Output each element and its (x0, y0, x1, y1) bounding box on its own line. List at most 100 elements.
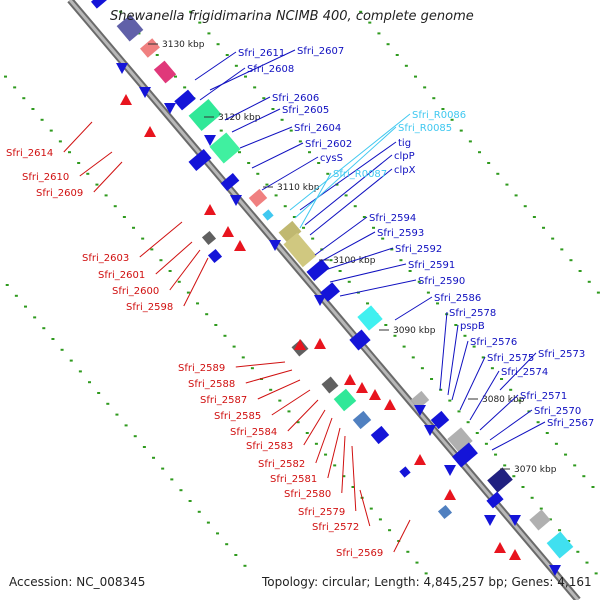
gc-dot (308, 151, 312, 154)
gene-label[interactable]: clpX (394, 165, 416, 176)
gene-label[interactable]: Sfri_2614 (6, 148, 53, 159)
gene-label[interactable]: Sfri_2606 (272, 93, 319, 104)
gene-label[interactable]: Sfri_2581 (270, 474, 317, 485)
forward-gene-arrow (414, 405, 426, 416)
gc-dot (548, 518, 552, 521)
gc-dot (542, 226, 546, 229)
gene-label[interactable]: Sfri_2573 (538, 349, 585, 360)
gene-label[interactable]: cysS (320, 153, 343, 164)
reverse-gene-arrow (222, 226, 234, 237)
gc-dot (161, 467, 165, 470)
gc-dot (196, 302, 200, 305)
gc-dot (133, 435, 137, 438)
gene-label[interactable]: Sfri_2571 (520, 391, 567, 402)
gene-label[interactable]: Sfri_2609 (36, 188, 83, 199)
callout-line (299, 172, 332, 229)
gene-label[interactable]: Sfri_2570 (534, 406, 581, 417)
gene-label[interactable]: Sfri_2602 (305, 139, 352, 150)
gene-label[interactable]: Sfri_2610 (22, 172, 69, 183)
gc-dot (205, 313, 209, 316)
gc-dot (512, 475, 516, 478)
callout-line (341, 435, 346, 494)
gc-dot (342, 475, 346, 478)
gene-label[interactable]: Sfri_2594 (369, 213, 416, 224)
callout-lines (63, 49, 546, 553)
callout-line (194, 51, 237, 81)
gc-dot (280, 118, 284, 121)
gc-dot (329, 259, 333, 262)
gene-label[interactable]: Sfri_2611 (238, 48, 285, 59)
gc-dot (86, 172, 90, 175)
gene-label[interactable]: Sfri_2600 (112, 286, 159, 297)
gc-dot (170, 478, 174, 481)
gene-label[interactable]: Sfri_2582 (258, 459, 305, 470)
gene-label[interactable]: Sfri_2588 (188, 379, 235, 390)
gc-dot (536, 421, 540, 424)
gc-dot (441, 108, 445, 110)
gene-label[interactable]: Sfri_2605 (282, 105, 329, 116)
gc-dot (287, 410, 291, 413)
gene-label[interactable]: Sfri_2598 (126, 302, 173, 313)
gene-label[interactable]: Sfri_2590 (418, 276, 465, 287)
gene-label[interactable]: Sfri_2607 (297, 46, 344, 57)
rna-label[interactable]: Sfri_R0087 (333, 169, 387, 180)
callout-line (319, 231, 376, 263)
rna-label[interactable]: Sfri_R0086 (412, 110, 466, 121)
gene-label[interactable]: Sfri_2583 (246, 441, 293, 452)
gene-label[interactable]: Sfri_2608 (247, 64, 294, 75)
gene-label[interactable]: tig (398, 138, 411, 149)
gc-dot (95, 183, 99, 186)
gc-dot (362, 216, 366, 218)
gene-label[interactable]: Sfri_2569 (336, 548, 383, 559)
gene-label[interactable]: Sfri_2585 (214, 411, 261, 422)
rna-label[interactable]: Sfri_R0085 (398, 123, 452, 134)
callout-line (169, 249, 201, 291)
forward-gene-arrow (509, 515, 521, 526)
gc-dot (494, 453, 498, 456)
gc-dot (223, 334, 227, 337)
gc-dot (567, 540, 571, 542)
gene-label[interactable]: Sfri_2604 (294, 123, 341, 134)
gene-glyph (410, 390, 430, 410)
gene-label[interactable]: Sfri_2593 (377, 228, 424, 239)
gene-label[interactable]: Sfri_2575 (487, 353, 534, 364)
gc-dot (399, 259, 403, 262)
gc-dot (292, 216, 296, 218)
gene-label[interactable]: Sfri_2578 (449, 308, 496, 319)
gene-label[interactable]: Sfri_2567 (547, 418, 594, 429)
gene-label[interactable]: Sfri_2584 (230, 427, 277, 438)
gc-dot (77, 162, 81, 164)
gc-dot (106, 402, 110, 405)
gc-dot (424, 572, 428, 575)
callout-line (251, 142, 304, 169)
gc-dot (475, 432, 479, 434)
gene-label[interactable]: Sfri_2574 (501, 367, 548, 378)
gene-label[interactable]: Sfri_2591 (408, 260, 455, 271)
gene-label[interactable]: Sfri_2580 (284, 489, 331, 500)
gene-label[interactable]: Sfri_2576 (470, 337, 517, 348)
gene-label[interactable]: pspB (460, 321, 485, 332)
tick-label: 3080 kbp (482, 395, 525, 405)
callout-line (469, 370, 500, 421)
gc-dot (265, 183, 269, 186)
gene-label[interactable]: Sfri_2572 (312, 522, 359, 533)
gc-dot (505, 183, 509, 186)
gene-label[interactable]: Sfri_2601 (98, 270, 145, 281)
gc-dot (521, 486, 525, 488)
gene-label[interactable]: Sfri_2592 (395, 244, 442, 255)
tick-label: 3090 kbp (393, 326, 436, 336)
callout-line (245, 369, 293, 384)
gene-label[interactable]: Sfri_2587 (200, 395, 247, 406)
callout-line (231, 108, 281, 133)
gc-dot (432, 97, 436, 100)
gene-label[interactable]: Sfri_2589 (178, 363, 225, 374)
gc-dot (14, 294, 18, 297)
gene-label[interactable]: clpP (394, 151, 415, 162)
gene-label[interactable]: Sfri_2603 (82, 253, 129, 264)
gene-glyph (116, 14, 144, 42)
reverse-gene-arrow (120, 94, 132, 105)
gene-label[interactable]: Sfri_2579 (298, 507, 345, 518)
gene-label[interactable]: Sfri_2586 (434, 293, 481, 304)
gc-dot (150, 248, 154, 251)
gene-glyph (209, 132, 241, 164)
